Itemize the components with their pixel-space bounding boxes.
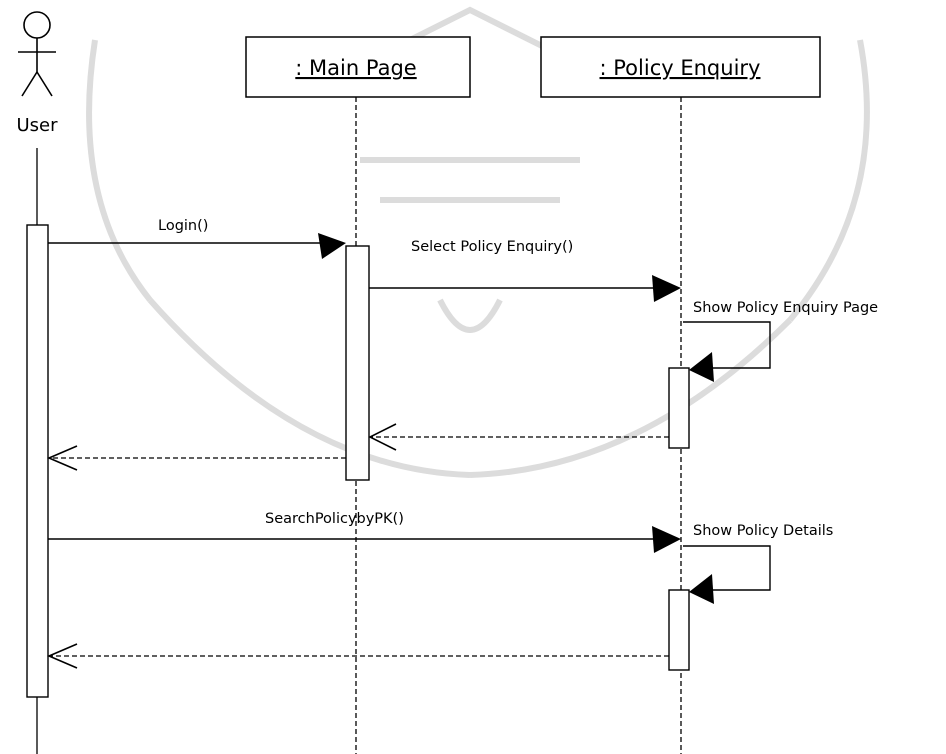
message-search-policy-by-pk-label: SearchPolicybyPK() (265, 511, 404, 527)
self-call-1-line (683, 321, 771, 369)
return-main-to-user-arrowhead (46, 445, 78, 471)
user-activation-bar (26, 224, 49, 698)
message-search-policy-by-pk-arrowhead (652, 526, 681, 553)
main-page-box (245, 36, 471, 98)
return-policy-to-main (368, 423, 669, 451)
message-search-policy-by-pk (48, 526, 681, 553)
message-login-arrowhead (318, 233, 346, 259)
policy-enquiry-activation-bar-2 (668, 589, 690, 671)
message-login-label: Login() (158, 218, 208, 234)
message-show-policy-enquiry-page-label: Show Policy Enquiry Page (693, 300, 878, 316)
message-show-policy-details-label: Show Policy Details (693, 523, 833, 539)
policy-enquiry-label: : Policy Enquiry (600, 56, 761, 80)
actor-left-leg (21, 71, 38, 97)
return-policy-to-main-arrowhead (368, 423, 397, 451)
return-policy-to-user (46, 643, 669, 669)
actor-head (23, 11, 51, 39)
actor-user (18, 11, 56, 97)
self-call-2-arrowhead (689, 574, 714, 604)
self-call-2-line (683, 545, 771, 591)
message-login (48, 233, 346, 259)
message-select-policy-enquiry (369, 275, 681, 302)
policy-enquiry-box (540, 36, 821, 98)
return-main-to-user (46, 445, 346, 471)
policy-enquiry-activation-bar-1 (668, 367, 690, 449)
message-select-policy-enquiry-label: Select Policy Enquiry() (411, 239, 573, 255)
message-select-policy-enquiry-arrowhead (652, 275, 681, 302)
message-show-policy-details (683, 545, 771, 604)
main-page-activation-bar (345, 245, 370, 481)
actor-right-leg (36, 71, 53, 97)
main-page-label: : Main Page (295, 56, 416, 80)
self-call-1-arrowhead (689, 352, 714, 382)
actor-label: User (16, 115, 58, 136)
return-policy-to-user-arrowhead (46, 643, 78, 669)
message-show-policy-enquiry-page (683, 321, 771, 382)
